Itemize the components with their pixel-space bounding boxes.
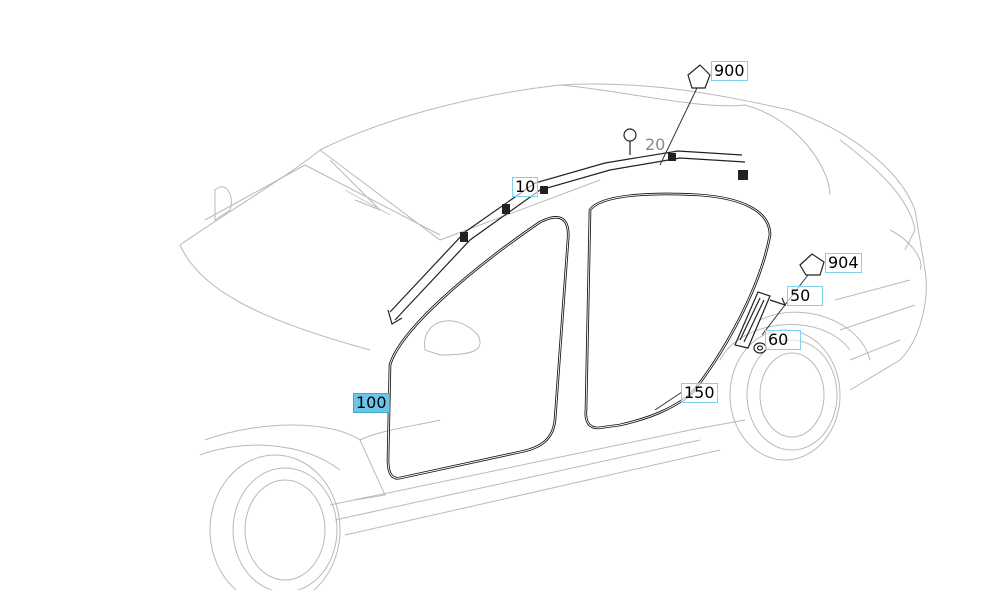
roof-channel-seal (387, 150, 748, 325)
screw-20-icon (623, 128, 637, 155)
callout-900[interactable]: 900 (711, 61, 748, 81)
callout-150[interactable]: 150 (681, 383, 718, 403)
callout-60[interactable]: 60 (765, 330, 801, 350)
clip-900-icon (659, 64, 711, 166)
callout-100[interactable]: 100 (353, 393, 390, 413)
callout-50[interactable]: 50 (787, 286, 823, 306)
callout-904[interactable]: 904 (825, 253, 862, 273)
rear-door-seal (584, 192, 772, 430)
bracket-50-icon (734, 291, 787, 349)
car-body-outline (179, 83, 927, 590)
front-door-seal (386, 216, 570, 480)
callout-10[interactable]: 10 (512, 177, 539, 197)
callout-20[interactable]: 20 (645, 135, 666, 154)
